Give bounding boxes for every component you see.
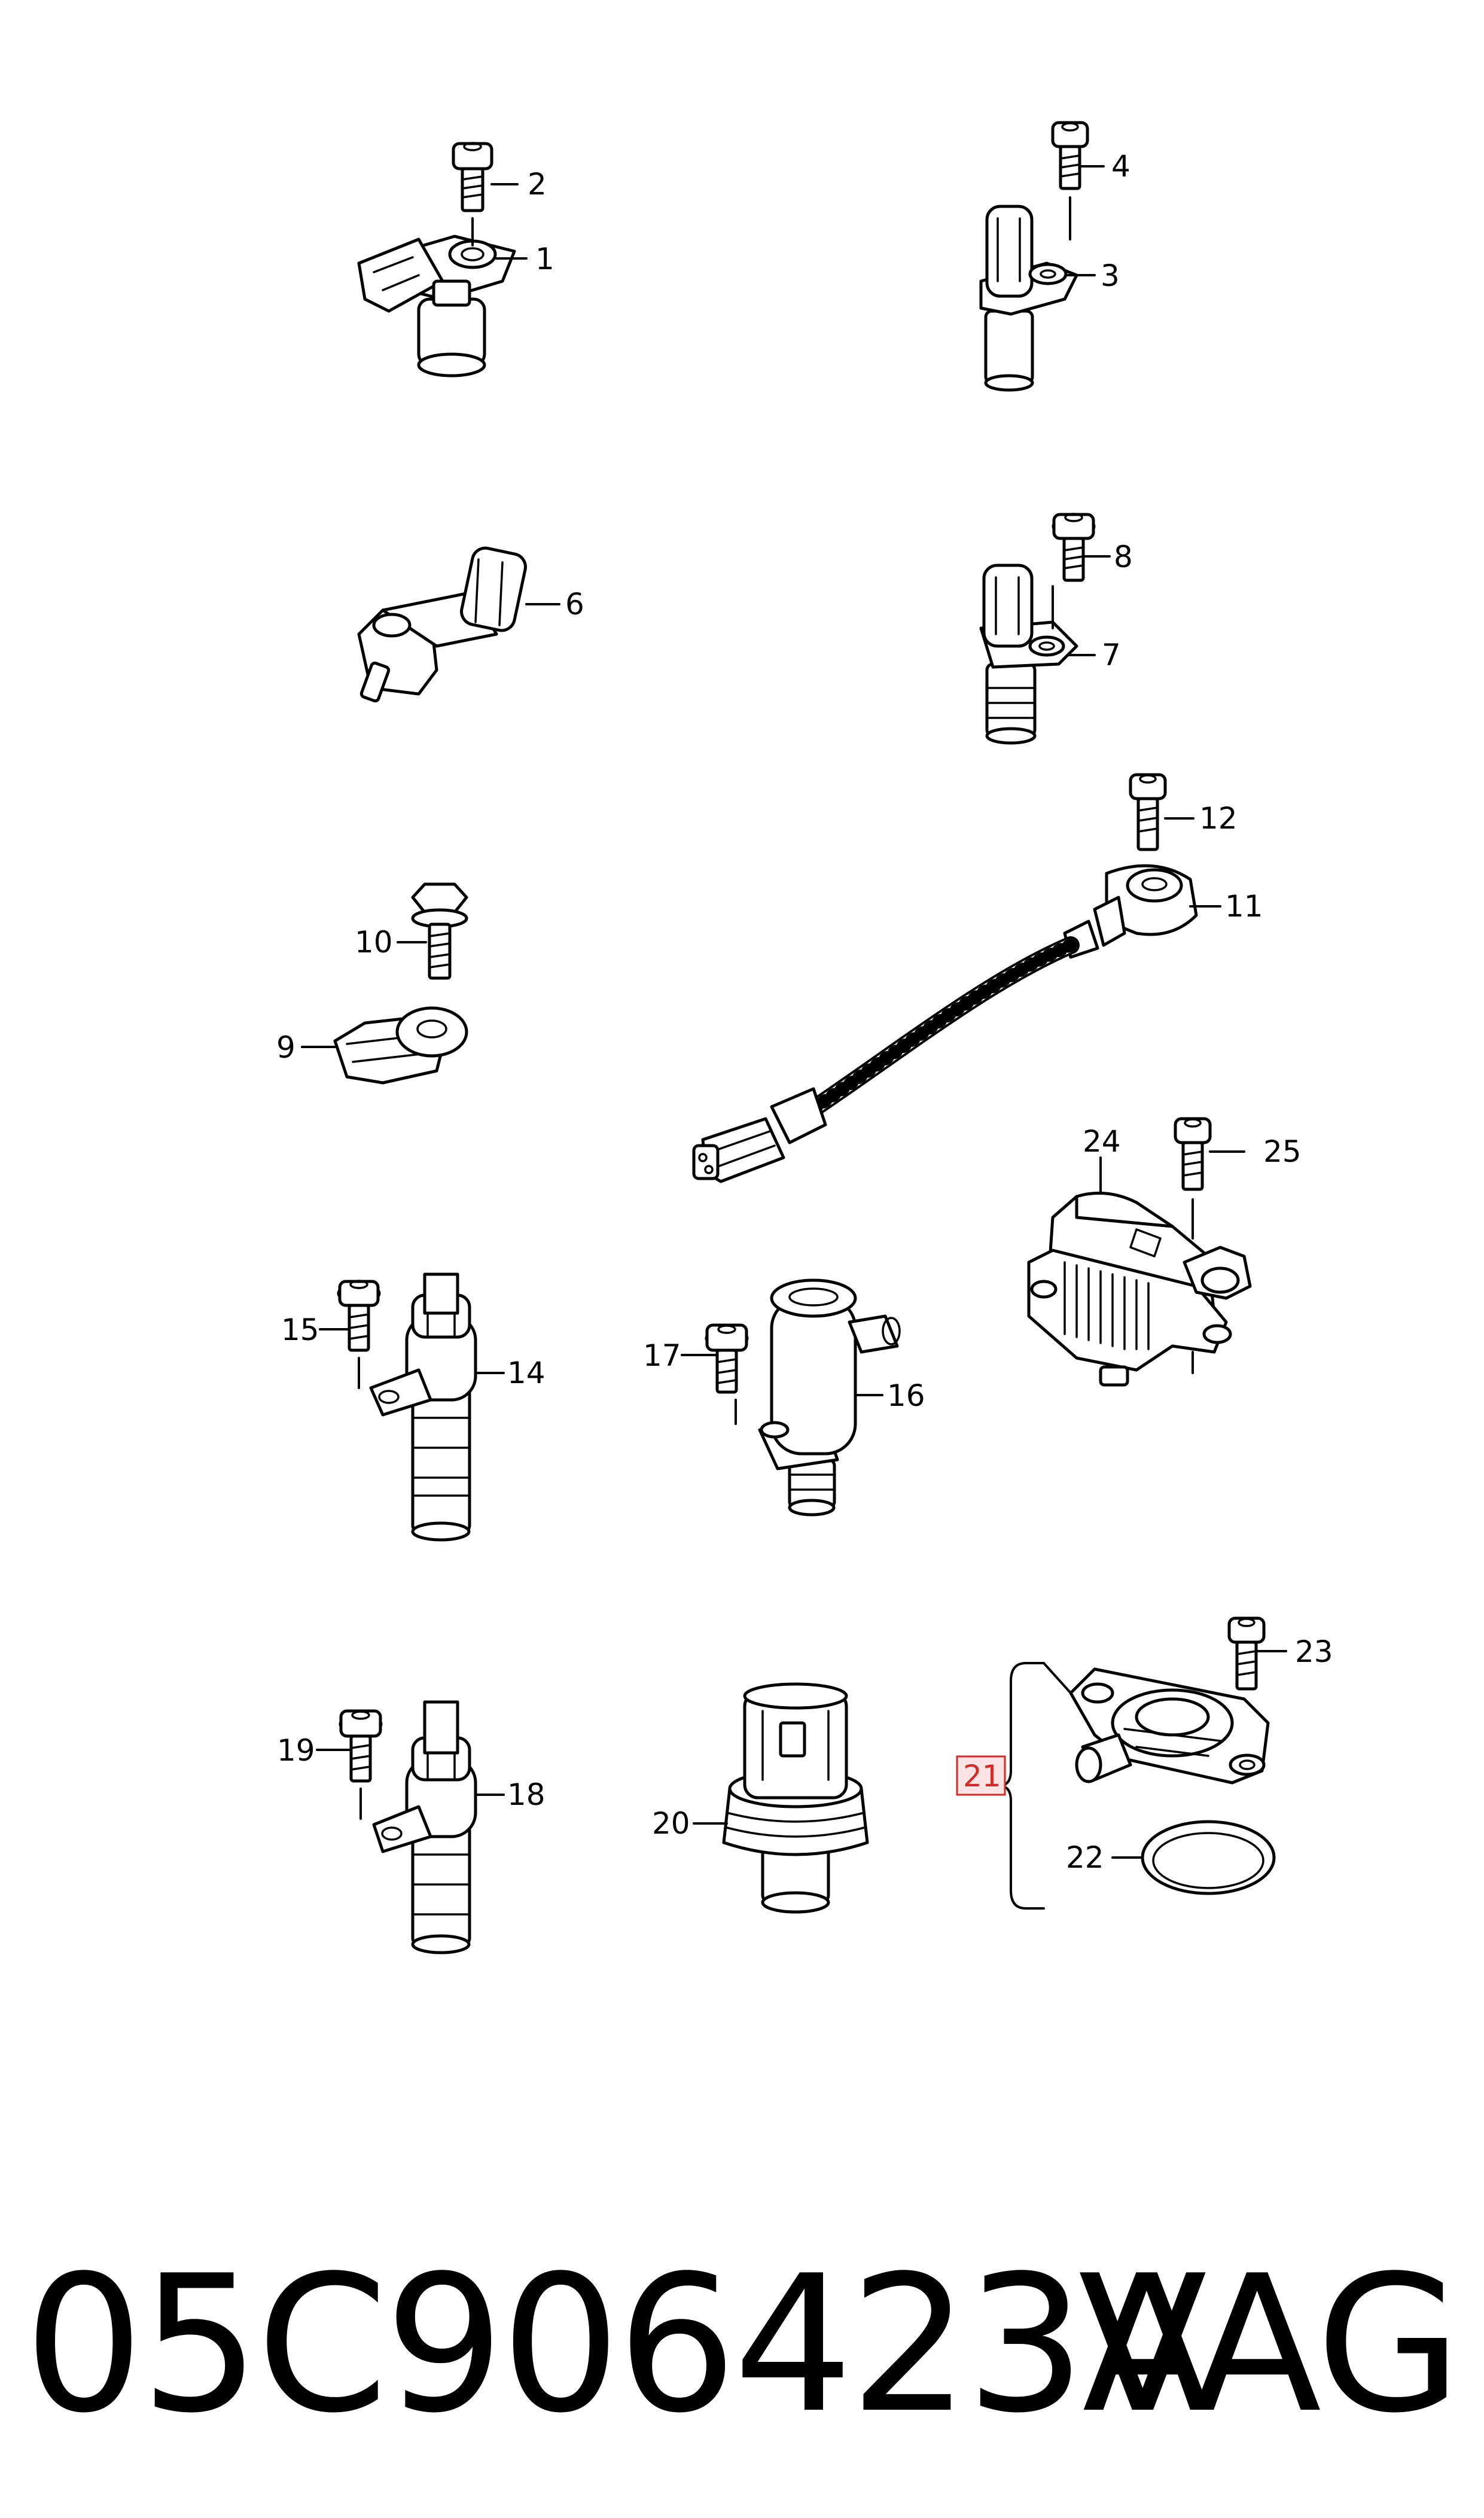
part-11-knock-sensor-cable [692, 864, 1198, 1183]
part-17-bolt [705, 1323, 749, 1394]
part-24-actuator [1027, 1191, 1252, 1387]
callout-9: 9 [276, 1030, 295, 1065]
callout-7: 7 [1102, 638, 1121, 672]
callout-18: 18 [507, 1777, 546, 1812]
part-15-bolt [337, 1280, 381, 1352]
callout-6: 6 [565, 587, 584, 622]
callout-15: 15 [281, 1313, 319, 1347]
part-19-bolt [339, 1709, 383, 1783]
brand-name: VAG [1078, 2236, 1462, 2455]
callout-19: 19 [277, 1733, 315, 1768]
callout-3: 3 [1101, 258, 1120, 293]
callout-14: 14 [507, 1356, 546, 1390]
part-25-bolt [1174, 1117, 1212, 1191]
callout-17: 17 [643, 1338, 681, 1373]
callout-11: 11 [1225, 889, 1263, 924]
part-14-solenoid-valve [369, 1272, 477, 1542]
callout-4: 4 [1111, 149, 1130, 184]
part-12-bolt [1129, 773, 1167, 851]
callout-20: 20 [652, 1806, 690, 1841]
part-4-bolt [1051, 121, 1089, 190]
callout-21: 21 [963, 1759, 1001, 1794]
callout-21-highlight [956, 1755, 1006, 1796]
callout-8: 8 [1114, 540, 1133, 574]
callout-24: 24 [1083, 1124, 1121, 1159]
callout-1: 1 [535, 242, 554, 276]
part-8-bolt [1052, 513, 1096, 582]
part-16-valve [758, 1278, 901, 1517]
part-number: 05C906423A [24, 2236, 1211, 2455]
part-18-solenoid-valve [372, 1700, 477, 1954]
part-3-speed-sensor [979, 205, 1078, 392]
part-1-camshaft-sensor [357, 235, 516, 377]
part-7-speed-sensor [979, 564, 1078, 745]
part-2-bolt [452, 142, 493, 212]
callout-2: 2 [528, 167, 547, 202]
part-20-pressure-switch [722, 1682, 869, 1914]
part-23-bolt [1227, 1616, 1266, 1691]
exploded-parts-diagram: 2 1 4 3 6 [276, 121, 1333, 1954]
part-9-knock-sensor [333, 1006, 468, 1085]
callout-22: 22 [1066, 1840, 1104, 1875]
part-22-seal-ring [1141, 1820, 1276, 1895]
callout-25: 25 [1263, 1134, 1302, 1169]
callout-16: 16 [887, 1378, 925, 1413]
leader-line [1043, 1662, 1072, 1694]
part-10-bolt [411, 882, 468, 980]
callout-23: 23 [1295, 1634, 1333, 1669]
callout-10: 10 [355, 925, 393, 960]
footer: 05C906423A VAG [24, 2225, 1462, 2465]
callout-12: 12 [1199, 801, 1238, 836]
part-21-pressure-sensor [1069, 1667, 1270, 1785]
part-6-position-sensor [357, 546, 527, 703]
